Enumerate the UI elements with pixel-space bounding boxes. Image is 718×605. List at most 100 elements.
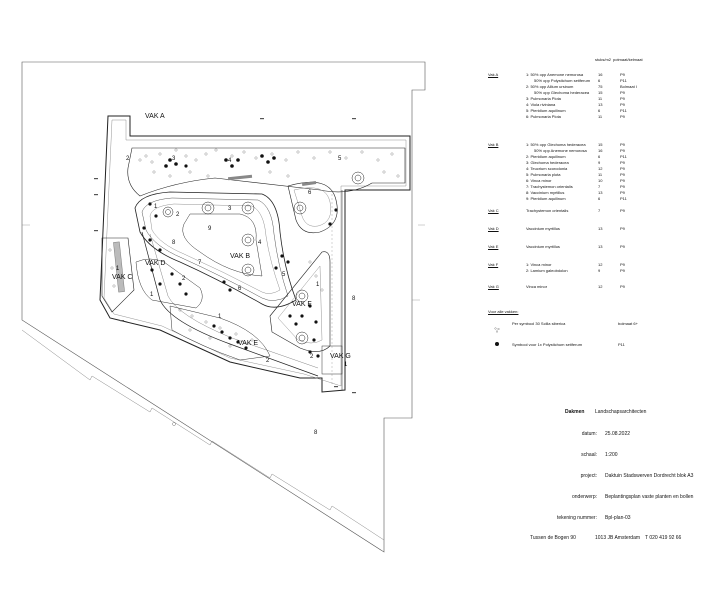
city: 1013 JB Amsterdam [595,535,641,541]
legend-pot: Bolmaat I [620,84,637,89]
address: Tussen de Bogen 90 [530,535,576,541]
num-8-side: 8 [352,296,356,302]
label-vak-c: VAK C [112,274,133,281]
num-c1: 1 [116,266,120,272]
planting-plan: VAK A VAK B VAK C VAK D VAK E VAK F VAK … [21,61,426,553]
legend-density: 13 [598,244,603,249]
legend-density: 13 [598,102,603,107]
garden-outline-inner [103,119,407,387]
label-vak-e: VAK E [238,340,258,347]
legend-vak-label: Vak G [488,284,499,289]
label-vak-b: VAK B [230,253,250,260]
num-g1: 1 [344,362,348,368]
legend-pot: P11 [620,108,627,113]
legend-plant: 1: 50% opp Glechoma hederacea [526,142,586,147]
legend-pot: P9 [620,268,625,273]
title-block-value: 25.08.2022 [605,431,631,437]
num-f1: 1 [316,282,320,288]
legend-plant: Trachystemon orientalis [526,208,569,213]
legend-plant: 1: Vinca minor [526,262,552,267]
title-block-label: datum: [581,431,597,437]
num-b8: 8 [172,240,176,246]
phone: T 020 419 92 66 [645,535,682,541]
num-d1: 1 [150,292,154,298]
title-block-value: Bpl-plan-03 [605,515,631,521]
legend-density: 12 [598,284,603,289]
legend-row: 2: Pteridium aquilinum 6 P11 [488,154,708,160]
legend-density: 7 [598,184,601,189]
central-path-inner [141,197,289,301]
num-b9: 9 [208,226,212,232]
legend-plant: 4: Viola riviniana [526,102,556,107]
legend-density: 7 [598,208,601,213]
legend-density: 13 [598,190,603,195]
company-name: Landschapsarchitecten [595,409,647,415]
scilla-legend-value: bolmaat 6+ [618,321,638,326]
label-vak-d: VAK D [145,260,166,267]
legend-plant: 50% opp Polystichum setiferum [534,78,591,83]
legend-plant: 8: Vaccinium myrtillus [526,190,565,195]
legend-density: 9 [598,268,601,273]
legend-density: 10 [598,178,603,183]
legend-plant: 3: Glechoma hederacea [526,160,569,165]
garden-outline [99,115,411,393]
title-block-row: project:Daktuin Stadswerven Dordrecht bl… [520,473,715,481]
num-a3: 3 [172,156,176,162]
legend-plant: Vinca minor [526,284,548,289]
legend-density: 6 [598,108,601,113]
legend-density: 15 [598,142,603,147]
legend-plant: 4: Teucrium scorodonia [526,166,568,171]
title-block-label: tekening nummer: [556,515,597,521]
label-vak-a: VAK A [145,113,165,120]
legend-plant: 50% opp Glechoma hederacea [534,90,590,95]
label-vak-g: VAK G [330,353,351,360]
num-a6: 6 [308,190,312,196]
legend-pot: P9 [620,166,625,171]
all-vakken-title: Voor alle vakken: [488,309,519,314]
legend-plant: 9: Pteridium aquilinum [526,196,566,201]
num-b2: 2 [176,212,180,218]
legend-density: 6 [598,154,601,159]
title-block-label: onderwerp: [571,494,597,500]
legend-pot: P9 [620,226,625,231]
legend-plant: Vaccinium myrtillus [526,244,560,249]
num-a4: 4 [228,158,232,164]
legend-density: 12 [598,262,603,267]
num-a2: 2 [126,156,130,162]
legend-pot: P9 [620,102,625,107]
company-label: Dakmen [565,409,585,415]
polystichum-symbols [142,154,338,358]
vak-d-bed [135,258,203,309]
vak-a-bed [127,147,406,197]
vak-b-bed [182,213,263,277]
legend-vak-label: Vak B [488,142,499,147]
legend-pot: P9 [620,142,625,147]
legend-density: 6 [598,78,601,83]
title-block-row: datum: 25.08.2022 [520,431,715,439]
legend-vak-label: Vak E [488,244,499,249]
legend-plant: 2: Pteridium aquilinum [526,154,566,159]
scilla-legend-symbol [494,320,500,333]
legend-pot: P9 [620,72,625,77]
legend-vak-label: Vak C [488,208,499,213]
title-block-row: onderwerp:Beplantingsplan vaste planten … [520,494,715,502]
legend-pot: P11 [620,154,627,159]
label-vak-f: VAK F [292,301,312,308]
col-header-density: stuks/m2 [595,57,612,62]
legend-pot: P9 [620,160,625,165]
legend-density: 12 [598,166,603,171]
